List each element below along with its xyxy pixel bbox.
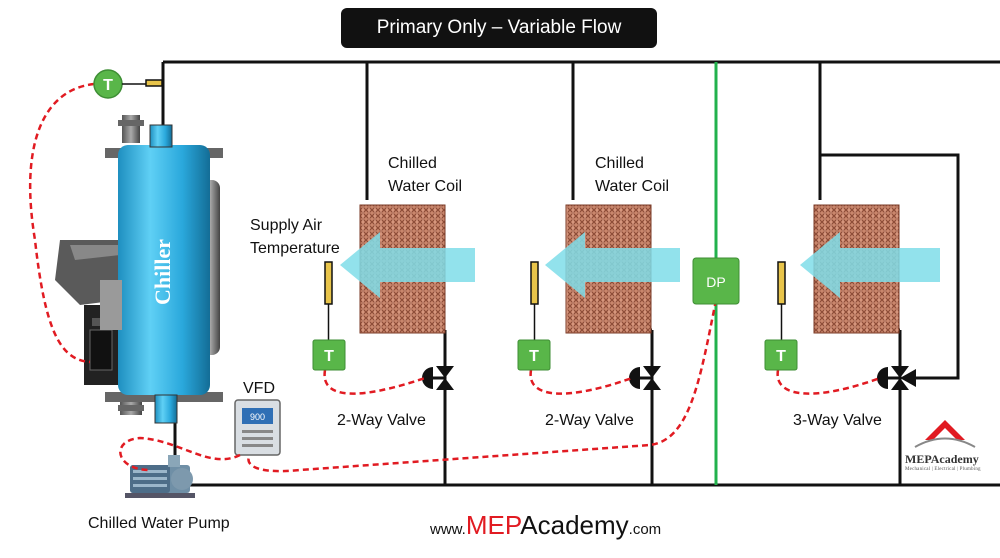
pump-label: Chilled Water Pump: [88, 515, 230, 532]
website-url[interactable]: www.MEPAcademy.com: [430, 510, 661, 541]
website-brand-academy: Academy: [520, 510, 629, 540]
coil-1-label-line1: Chilled: [388, 155, 437, 172]
logo-name: MEPAcademy: [905, 452, 979, 466]
air-arrow-3: [800, 232, 940, 298]
coil-1-label: Chilled Water Coil: [388, 152, 498, 198]
logo-tagline: Mechanical | Electrical | Plumbing: [905, 467, 981, 472]
air-arrow-2: [545, 232, 680, 298]
mep-academy-logo-graphic: [914, 420, 976, 448]
valve-1-label: 2-Way Valve: [337, 412, 426, 429]
temperature-controllers: [312, 339, 798, 371]
chiller: [55, 115, 223, 424]
coil3-bypass-pipe: [820, 153, 960, 380]
diagram-title: Primary Only – Variable Flow: [341, 8, 657, 48]
coil-2-label: Chilled Water Coil: [595, 152, 705, 198]
chiller-label: Chiller: [150, 239, 175, 305]
website-suffix: .com: [628, 521, 662, 538]
supply-air-label-line1: Supply Air: [250, 217, 323, 234]
supply-air-label-line2: Temperature: [250, 240, 340, 257]
coil-1-label-line2: Water Coil: [388, 178, 463, 195]
controller-1-label: T: [324, 348, 334, 365]
valve-2-label: 2-Way Valve: [545, 412, 634, 429]
vfd-display: 900: [250, 412, 265, 422]
coil-2-label-line2: Water Coil: [595, 178, 670, 195]
vfd-label: VFD: [243, 380, 275, 397]
coil-2-label-line1: Chilled: [595, 155, 644, 172]
controller-2-label: T: [529, 348, 539, 365]
two-way-valve-2: [629, 366, 661, 390]
supply-air-temperature-label: Supply Air Temperature: [250, 214, 340, 260]
vfd-unit: [234, 399, 281, 456]
website-prefix: www.: [430, 521, 466, 538]
air-flow-arrows: [340, 232, 940, 298]
controller-3-label: T: [776, 348, 786, 365]
chiller-sensor-label: T: [103, 77, 113, 94]
temperature-probes: [145, 79, 786, 340]
two-way-valve-1: [422, 366, 454, 390]
valve-3-label: 3-Way Valve: [793, 412, 882, 429]
control-wiring: [28, 82, 881, 473]
chilled-water-pump: [125, 455, 195, 498]
three-way-valve: [877, 366, 916, 390]
piping: [161, 60, 1000, 487]
dp-sensor-label: DP: [706, 274, 725, 290]
air-arrow-1: [340, 232, 475, 298]
website-brand-mep: MEP: [465, 510, 521, 540]
dp-sensor: [692, 257, 740, 305]
